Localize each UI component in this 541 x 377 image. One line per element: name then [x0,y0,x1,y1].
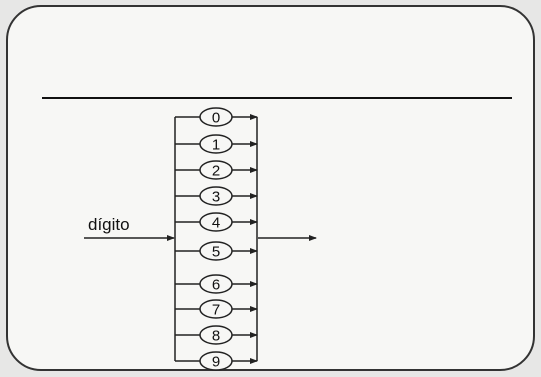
digit-label: 6 [212,277,220,294]
digit-label: 4 [212,215,220,232]
digit-branch-0: 0 [175,107,258,127]
digit-oval [199,274,233,294]
digit-branch-4: 4 [175,212,258,232]
digit-label: 8 [212,328,220,345]
panel-border [6,5,535,371]
input-label: dígito [88,215,130,234]
digit-label: 7 [212,302,220,319]
digit-branch-1: 1 [175,134,258,154]
digit-branch-5: 5 [175,241,258,261]
digit-label: 1 [212,137,220,154]
digit-branch-2: 2 [175,160,258,180]
digit-oval [199,107,233,127]
digit-oval [199,299,233,319]
digit-label: 5 [212,244,220,261]
digit-branch-7: 7 [175,299,258,319]
digit-oval [199,325,233,345]
digit-label: 0 [212,110,220,127]
digit-oval [199,241,233,261]
digit-branch-9: 9 [175,351,258,371]
digit-oval [199,351,233,371]
digit-branches: 0 1 2 3 4 5 6 7 8 9 [175,107,258,371]
digit-label: 3 [212,189,220,206]
digit-oval [199,160,233,180]
digit-oval [199,186,233,206]
digit-oval [199,134,233,154]
digit-branch-3: 3 [175,186,258,206]
digit-oval [199,212,233,232]
digit-label: 9 [212,354,220,371]
digit-branch-6: 6 [175,274,258,294]
digit-label: 2 [212,163,220,180]
digit-branch-8: 8 [175,325,258,345]
